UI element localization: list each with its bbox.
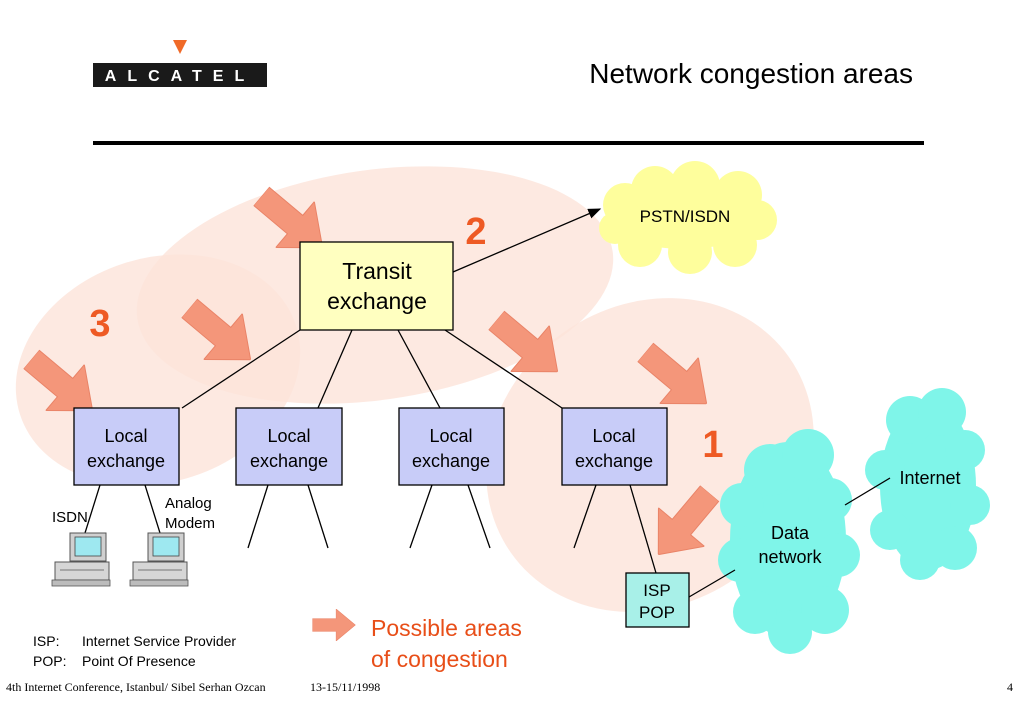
glossary-isp-abbr: ISP:	[33, 633, 59, 649]
glossary-pop-def: Point Of Presence	[82, 653, 196, 669]
link-local2-a	[247, 484, 269, 549]
pstn-isdn-label: PSTN/ISDN	[640, 207, 731, 226]
link-local4-isp	[629, 484, 657, 574]
isp-pop-line2: POP	[639, 603, 675, 622]
isdn-label: ISDN	[52, 509, 88, 526]
link-local4-a	[573, 484, 597, 549]
link-isp-data-network	[688, 569, 736, 598]
link-transit-local3	[397, 329, 441, 409]
logo-triangle-icon	[173, 40, 187, 54]
pstn-isdn-cloud: PSTN/ISDN	[599, 161, 777, 274]
footer-date: 13-15/11/1998	[310, 680, 380, 694]
modem-computer-icon	[129, 532, 189, 587]
area-number-3: 3	[89, 303, 110, 345]
local-exchange-2: Local exchange	[235, 407, 343, 486]
local-exchange-1-line1: Local	[104, 426, 147, 446]
isp-pop-line1: ISP	[643, 581, 670, 600]
analog-modem-line1: Analog	[165, 495, 212, 512]
local-exchange-2-line2: exchange	[250, 451, 328, 471]
glossary-pop-abbr: POP:	[33, 653, 66, 669]
transit-label-line2: exchange	[327, 288, 427, 314]
internet-cloud: Internet	[865, 388, 990, 580]
area-number-1: 1	[702, 424, 723, 466]
connections	[84, 208, 891, 598]
local-exchange-1: Local exchange	[73, 407, 180, 486]
link-transit-to-pstn	[452, 208, 602, 273]
data-network-cloud: Data network	[718, 429, 860, 654]
analog-modem-line2: Modem	[165, 515, 215, 532]
link-data-network-internet	[844, 477, 891, 506]
data-network-label-line2: network	[758, 547, 822, 567]
legend-arrow-icon	[312, 609, 356, 641]
legend-line1: Possible areas	[371, 615, 522, 641]
internet-label: Internet	[899, 468, 960, 488]
local-exchange-4-line2: exchange	[575, 451, 653, 471]
link-transit-local2	[317, 329, 353, 409]
local-exchange-3-line2: exchange	[412, 451, 490, 471]
isp-pop-box: ISP POP	[625, 572, 690, 628]
data-network-label-line1: Data	[771, 523, 810, 543]
alcatel-logo: ALCATEL	[93, 40, 267, 87]
legend: Possible areas of congestion	[312, 609, 522, 672]
local-exchange-3: Local exchange	[398, 407, 505, 486]
link-local3-b	[467, 484, 491, 549]
local-exchange-4: Local exchange	[561, 407, 668, 486]
area-number-2: 2	[465, 211, 486, 253]
link-local1-isdn	[84, 484, 101, 534]
local-exchange-3-line1: Local	[429, 426, 472, 446]
glossary: ISP: Internet Service Provider POP: Poin…	[33, 633, 236, 669]
footer-page-number: 4	[1007, 680, 1013, 694]
footer-conference: 4th Internet Conference, Istanbul/ Sibel…	[6, 680, 266, 694]
page-title: Network congestion areas	[589, 58, 913, 89]
local-exchange-2-line1: Local	[267, 426, 310, 446]
link-local2-b	[307, 484, 329, 549]
link-transit-local4	[444, 329, 563, 409]
title-divider	[93, 141, 924, 145]
transit-label-line1: Transit	[342, 258, 412, 284]
legend-line2: of congestion	[371, 646, 508, 672]
glossary-isp-def: Internet Service Provider	[82, 633, 236, 649]
link-local3-a	[409, 484, 433, 549]
logo-text: ALCATEL	[105, 68, 255, 85]
local-exchange-4-line1: Local	[592, 426, 635, 446]
local-exchange-1-line2: exchange	[87, 451, 165, 471]
link-transit-local1	[181, 329, 301, 409]
link-local1-modem	[144, 484, 161, 534]
isdn-computer-icon	[51, 532, 111, 587]
transit-exchange-box: Transit exchange	[299, 241, 454, 331]
